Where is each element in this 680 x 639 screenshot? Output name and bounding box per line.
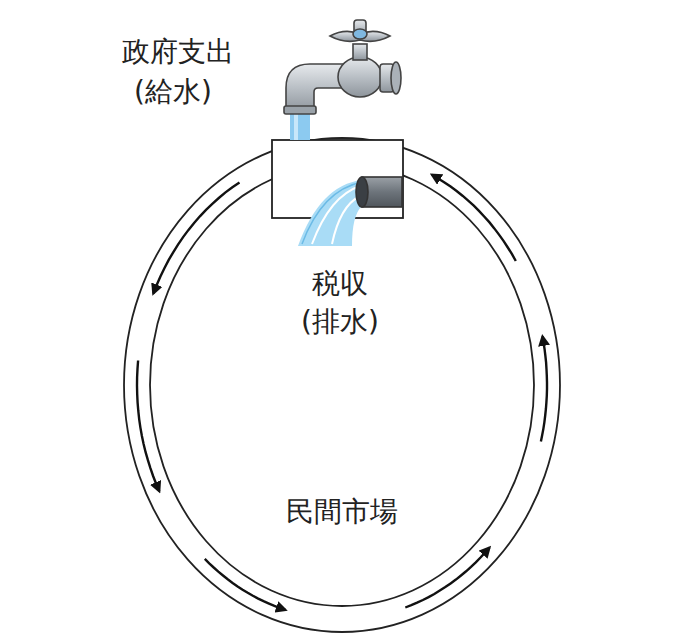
flow-arrow [205, 559, 286, 610]
tax-label: 税収 [312, 268, 368, 300]
flow-arrows [137, 175, 547, 610]
flow-arrow [137, 361, 159, 492]
drain-pipe [356, 177, 402, 207]
ring-outer [124, 138, 560, 632]
drain-water [298, 180, 362, 246]
flow-arrow [405, 548, 489, 608]
ring-inner [150, 164, 534, 606]
supply-note: (給水) [134, 76, 212, 108]
faucet [284, 20, 401, 114]
water-stream [290, 112, 310, 140]
flow-arrow [153, 182, 239, 293]
spending-label: 政府支出 [122, 36, 234, 68]
drain-note: (排水) [301, 306, 379, 338]
flow-arrow [541, 336, 547, 441]
market-label: 民間市場 [286, 496, 398, 528]
flow-arrow [432, 175, 516, 261]
